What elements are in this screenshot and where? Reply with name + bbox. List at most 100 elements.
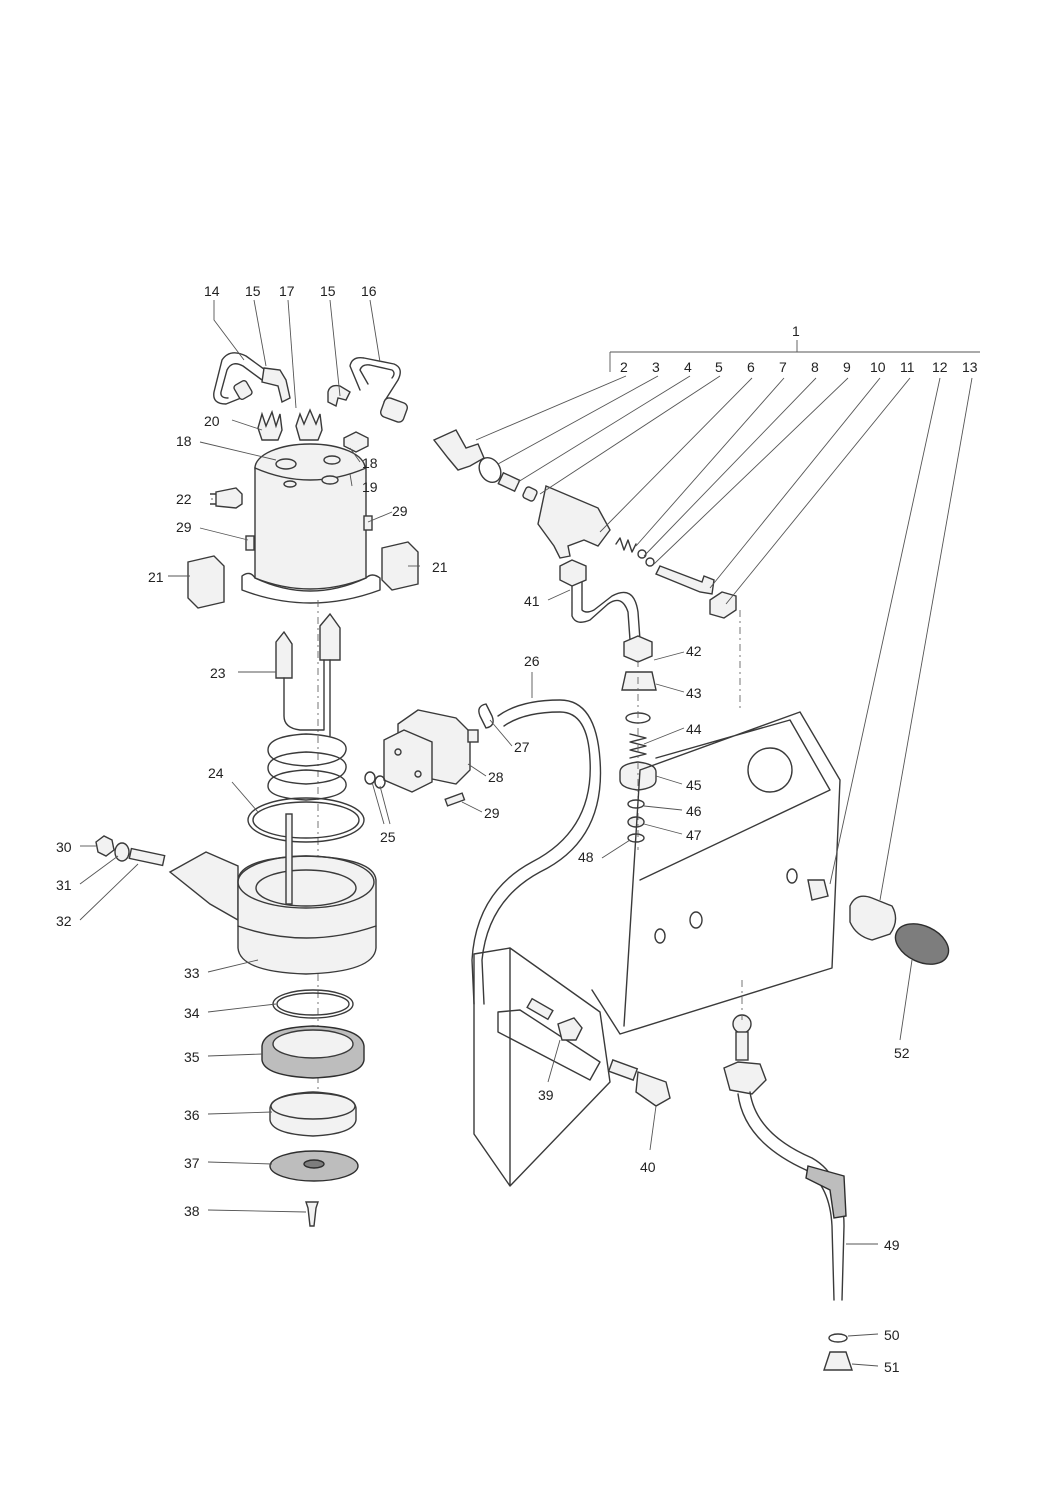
fitting-4 — [497, 471, 521, 493]
callout-41: 41 — [524, 593, 540, 609]
callout-29c: 29 — [484, 805, 500, 821]
group-head-spout — [168, 851, 239, 922]
steam-knob-52 — [894, 923, 950, 965]
callout-11: 11 — [900, 359, 915, 375]
callout-51: 51 — [884, 1359, 900, 1375]
bracket-right — [381, 541, 419, 591]
callout-36: 36 — [184, 1107, 200, 1123]
callout-29a: 29 — [176, 519, 192, 535]
shower-screen-37-center — [303, 1159, 325, 1169]
hex-nut — [343, 431, 369, 453]
callout-26: 26 — [524, 653, 540, 669]
callout-28: 28 — [488, 769, 504, 785]
frame-hole-1 — [689, 911, 703, 929]
diffuser-36-top — [270, 1092, 356, 1120]
washer-8 — [637, 549, 647, 559]
oring-9 — [645, 557, 655, 567]
fitting-12 — [807, 879, 829, 901]
pump-flange — [383, 729, 433, 793]
elbow-fitting-left — [261, 367, 291, 404]
callout-20: 20 — [204, 413, 220, 429]
lock-nut-11 — [709, 591, 737, 619]
pressure-switch-valve — [257, 409, 283, 441]
water-tap-stem — [607, 1059, 639, 1081]
bracket-panel — [497, 1009, 601, 1081]
steam-tube-right — [349, 356, 401, 403]
steam-valve-assembly — [432, 429, 741, 850]
callout-37: 37 — [184, 1155, 200, 1171]
diffuser-36 — [269, 1091, 357, 1137]
seal-5 — [522, 486, 538, 502]
callout-52: 52 — [894, 1045, 910, 1061]
frame-hole-3 — [786, 868, 798, 884]
pump-outlet — [467, 729, 479, 743]
valve-spindle-10 — [655, 565, 715, 595]
screw-right — [363, 515, 373, 531]
frame-hole-2 — [654, 928, 666, 944]
oring-34-inner — [276, 992, 350, 1016]
level-probe — [210, 487, 243, 509]
wand-nut — [723, 1061, 767, 1095]
callout-45: 45 — [686, 777, 702, 793]
water-hose-26 — [471, 699, 602, 1005]
element-terminal-left — [275, 630, 293, 679]
steam-wand-49 — [737, 1091, 845, 1301]
washer-3 — [478, 456, 502, 484]
callout-8: 8 — [811, 359, 819, 375]
callout-5: 5 — [715, 359, 723, 375]
water-knob-group — [557, 1017, 671, 1107]
callout-18a: 18 — [176, 433, 192, 449]
group-head-top — [237, 855, 375, 909]
pipe-41 — [571, 573, 641, 641]
boiler-port-2 — [323, 455, 341, 465]
callout-23: 23 — [210, 665, 226, 681]
frame-box — [591, 711, 841, 1035]
callout-42: 42 — [686, 643, 702, 659]
callout-35: 35 — [184, 1049, 200, 1065]
bracket-left — [187, 555, 225, 609]
callout-27: 27 — [514, 739, 530, 755]
tube-nut-right — [380, 397, 408, 423]
callout-10: 10 — [870, 359, 886, 375]
callout-46: 46 — [686, 803, 702, 819]
valve-body-6 — [537, 485, 611, 559]
callout-50: 50 — [884, 1327, 900, 1343]
group-head-recess — [255, 869, 357, 907]
callout-44: 44 — [686, 721, 702, 737]
callout-32: 32 — [56, 913, 72, 929]
boiler-body — [254, 466, 367, 590]
callout-4: 4 — [684, 359, 692, 375]
callout-43: 43 — [686, 685, 702, 701]
wand-tip-51 — [823, 1351, 853, 1371]
callout-17: 17 — [279, 283, 295, 299]
callout-21b: 21 — [432, 559, 448, 575]
seal-25-b — [374, 775, 386, 789]
callout-9: 9 — [843, 359, 851, 375]
callout-3: 3 — [652, 359, 660, 375]
boiler-gasket — [247, 797, 365, 843]
nut-45 — [619, 761, 657, 791]
callout-2: 2 — [620, 359, 628, 375]
gasket-35-hole — [272, 1029, 354, 1059]
callout-33: 33 — [184, 965, 200, 981]
frame-hole-large — [747, 747, 793, 793]
safety-valve — [295, 408, 323, 441]
callout-48: 48 — [578, 849, 594, 865]
callout-15a: 15 — [245, 283, 261, 299]
pump-screw-29 — [444, 792, 466, 807]
washer-50 — [828, 1333, 848, 1343]
callout-1: 1 — [792, 323, 800, 339]
knob-group — [807, 879, 950, 965]
callout-22: 22 — [176, 491, 192, 507]
callout-34: 34 — [184, 1005, 200, 1021]
washer-31 — [114, 842, 130, 862]
washer-46 — [627, 799, 645, 809]
callout-13: 13 — [962, 359, 978, 375]
group-head-band — [237, 925, 377, 939]
callout-15b: 15 — [320, 283, 336, 299]
callout-21a: 21 — [148, 569, 164, 585]
valve-42 — [621, 671, 657, 691]
callout-29b: 29 — [392, 503, 408, 519]
heating-element-group — [247, 612, 365, 843]
